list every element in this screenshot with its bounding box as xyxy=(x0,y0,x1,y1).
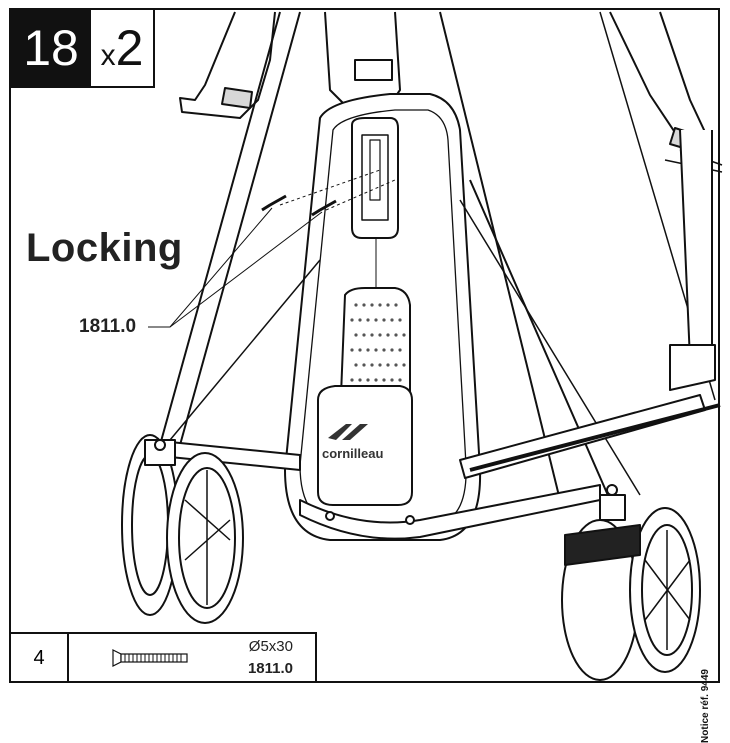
step-multiplier: x2 xyxy=(91,10,153,86)
step-indicator: 18 x2 xyxy=(9,8,155,88)
part-reference-label: 1811.0 xyxy=(79,316,137,337)
screw-icon xyxy=(112,649,188,667)
step-number: 18 xyxy=(11,10,91,86)
multiplier-prefix: x xyxy=(100,39,116,72)
step-caption: Locking xyxy=(26,226,183,270)
parts-quantity: 4 xyxy=(11,634,69,681)
multiplier-value: 2 xyxy=(115,20,144,76)
svg-text:cornilleau: cornilleau xyxy=(322,446,383,461)
side-note-text: Notice réf. 9449 xyxy=(700,669,711,743)
screw-dimension: Ø5x30 xyxy=(248,638,293,655)
screw-code: 1811.0 xyxy=(247,660,293,677)
page-frame xyxy=(9,8,720,683)
brand-logo: cornilleau xyxy=(322,424,383,461)
table-illustration xyxy=(121,11,723,681)
side-note: Notice réf. 9449 xyxy=(700,400,730,743)
parts-table: 4 Ø5x30 1811.0 xyxy=(9,632,317,683)
assembly-page: 18 x2 Locking 1811.0 cornilleau 4 Ø5x30 … xyxy=(9,8,730,743)
